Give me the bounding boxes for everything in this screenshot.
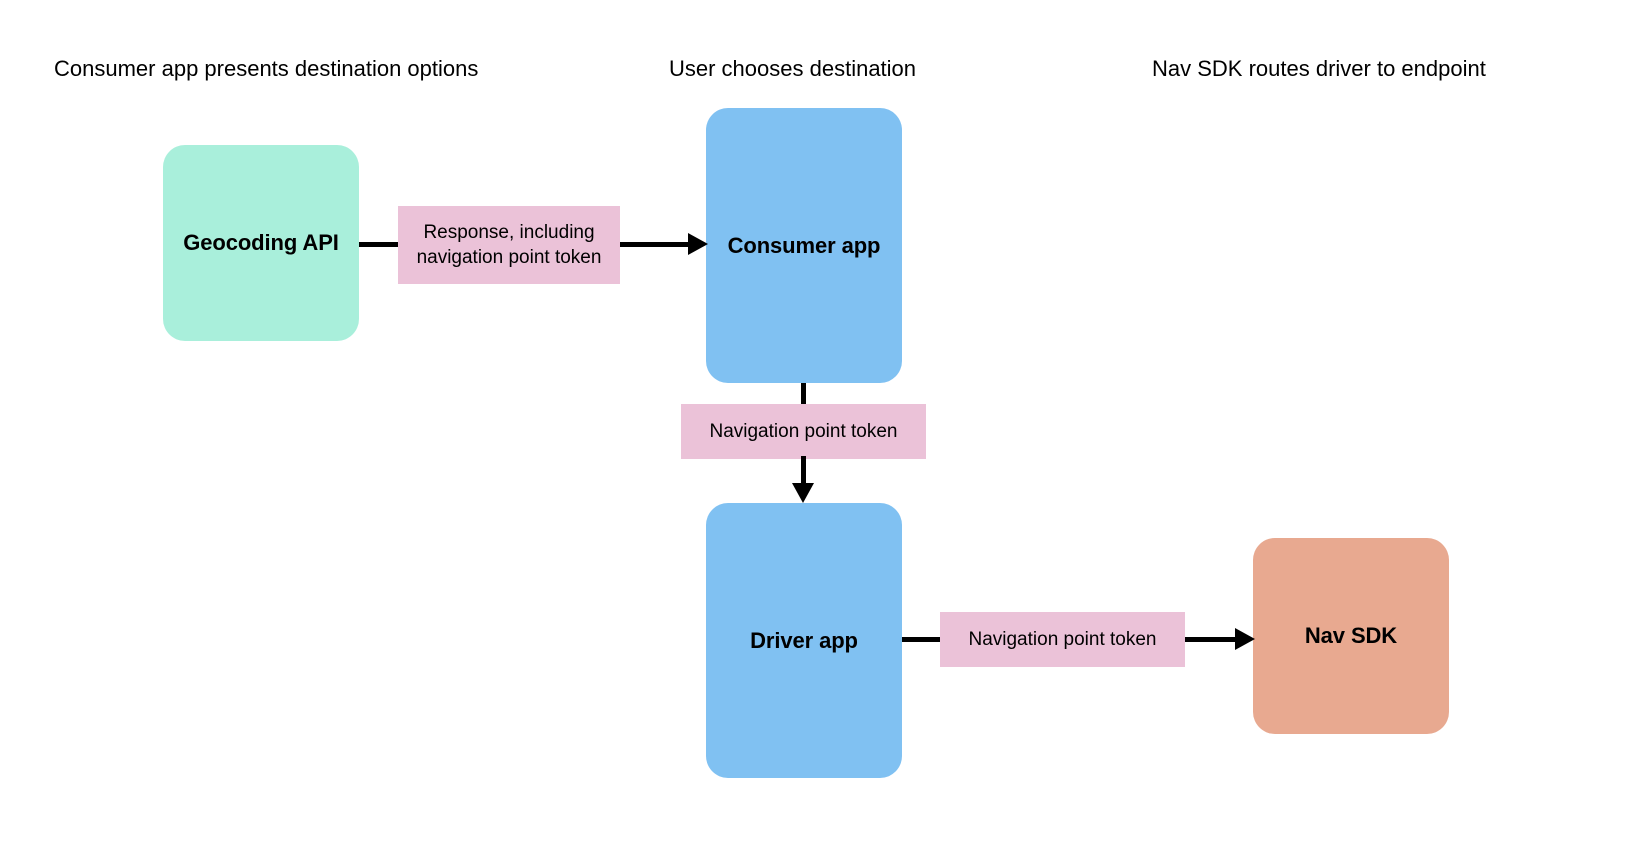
column-heading-user-chooses: User chooses destination — [669, 56, 917, 81]
arrowhead-right-icon-to-consumer-app — [688, 233, 708, 255]
arrowhead-right-icon-to-nav-sdk — [1235, 628, 1255, 650]
column-heading-consumer-app: Consumer app presents destination option… — [54, 56, 479, 81]
connector-geocoding-to-response-label — [359, 242, 401, 247]
node-geocoding-api: Geocoding API — [163, 145, 359, 341]
node-consumer-app: Consumer app — [706, 108, 902, 383]
connector-response-label-to-consumer-app — [620, 242, 688, 247]
node-nav-sdk: Nav SDK — [1253, 538, 1449, 734]
edge-label-navigation-point-token-middle: Navigation point token — [681, 404, 926, 459]
column-heading-nav-sdk: Nav SDK routes driver to endpoint — [1152, 56, 1486, 81]
edge-label-navigation-point-token-bottom: Navigation point token — [940, 612, 1185, 667]
connector-driver-app-to-nav-token-label — [902, 637, 944, 642]
node-driver-app: Driver app — [706, 503, 902, 778]
edge-label-response-including-navigation-point-token: Response, including navigation point tok… — [398, 206, 620, 284]
arrowhead-down-icon-to-driver-app — [792, 483, 814, 503]
connector-consumer-app-to-nav-token-label — [801, 383, 806, 407]
connector-nav-token-label-to-nav-sdk — [1185, 637, 1235, 642]
connector-nav-token-label-to-driver-app — [801, 456, 806, 485]
